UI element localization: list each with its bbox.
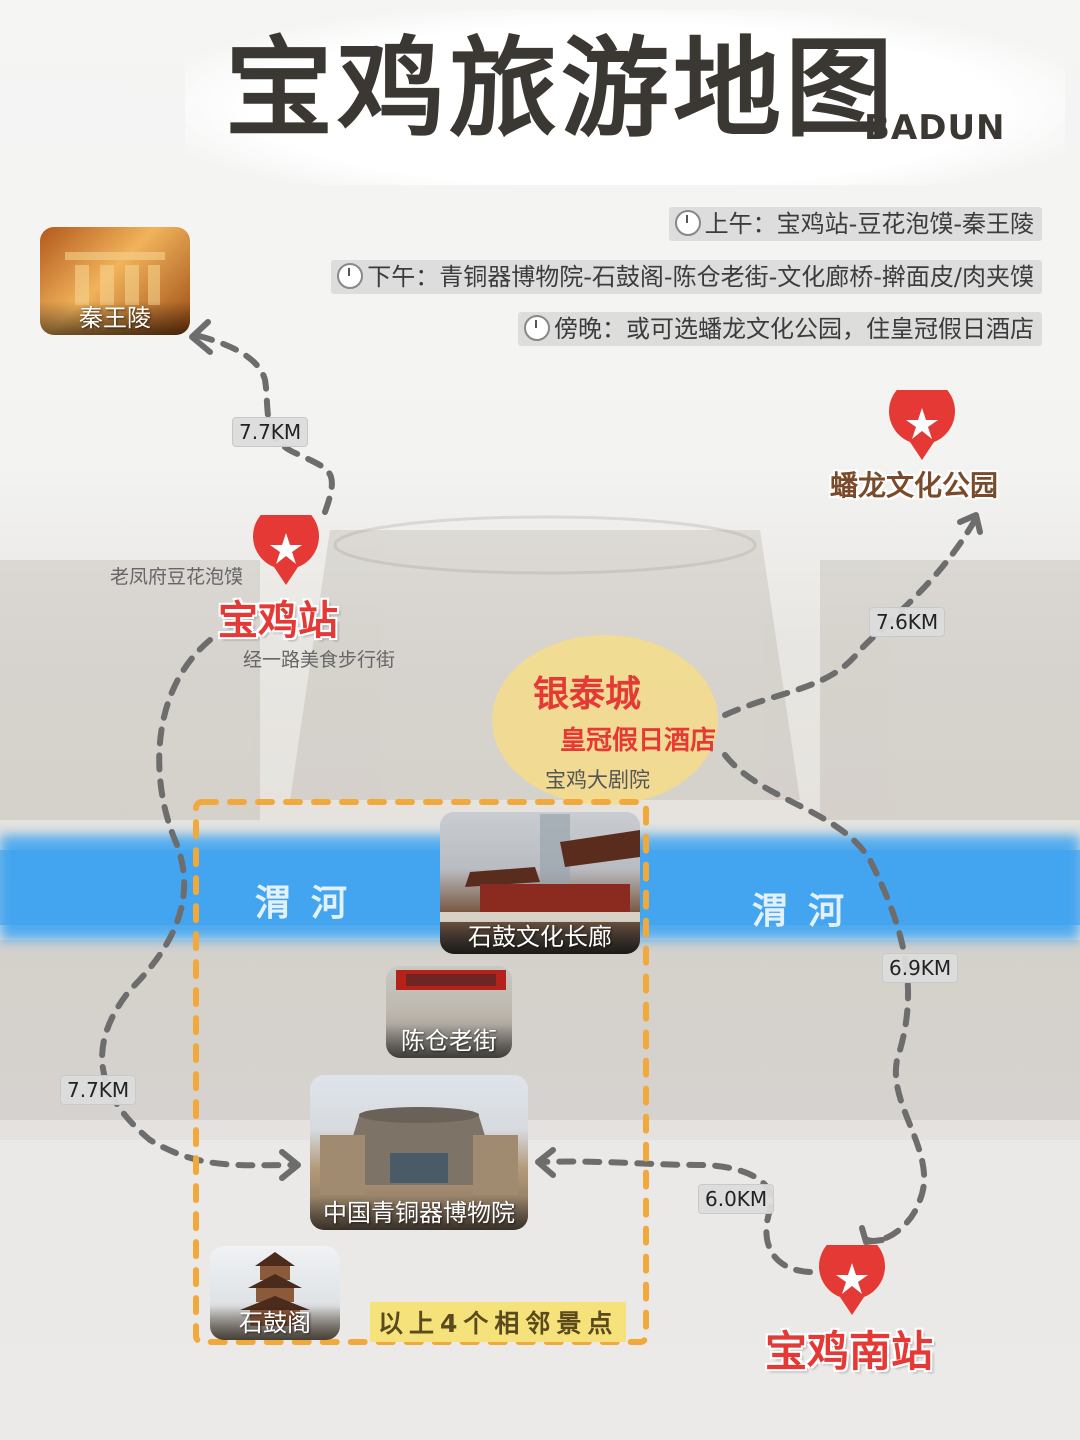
river-label-right: 渭河: [752, 891, 865, 932]
page-title: 宝鸡旅游地图: [225, 27, 898, 152]
qinwangling-label: 秦王陵: [40, 301, 190, 335]
museum-label: 中国青铜器博物院: [310, 1196, 528, 1230]
map-pin-icon: [253, 515, 319, 585]
map-pin-icon: [889, 390, 955, 460]
crowne-plaza-label[interactable]: 皇冠假日酒店: [560, 726, 717, 756]
corridor-photo[interactable]: 石鼓文化长廊: [440, 812, 640, 954]
schedule-morning: 上午：宝鸡站-豆花泡馍-秦王陵: [668, 207, 1042, 241]
map-pin-icon: [819, 1245, 885, 1315]
schedule-evening-text: 傍晚：或可选蟠龙文化公园，住皇冠假日酒店: [554, 315, 1034, 343]
page-title-en: BADUN: [864, 108, 1006, 148]
shigu-pavilion-photo[interactable]: 石鼓阁: [210, 1246, 340, 1340]
distance-south-museum: 6.0KM: [698, 1184, 775, 1214]
distance-station-museum: 7.7KM: [60, 1075, 137, 1105]
tomb-illustration: [65, 252, 165, 305]
river-label-left: 渭河: [255, 883, 368, 924]
baoji-station-label[interactable]: 宝鸡站: [218, 598, 338, 644]
shigu-pavilion-label: 石鼓阁: [210, 1306, 340, 1340]
food-street-note: 经一路美食步行街: [243, 649, 396, 671]
schedule-evening: 傍晚：或可选蟠龙文化公园，住皇冠假日酒店: [518, 312, 1042, 346]
distance-yintai-panlong: 7.6KM: [869, 607, 946, 637]
corridor-illustration: [440, 814, 640, 922]
distance-yintai-south: 6.9KM: [882, 953, 959, 983]
doufu-note: 老凤府豆花泡馍: [110, 566, 244, 588]
schedule-afternoon: 下午：青铜器博物院-石鼓阁-陈仓老街-文化廊桥-擀面皮/肉夹馍: [331, 260, 1042, 294]
title-backdrop: [185, 10, 1065, 185]
yintai-label[interactable]: 银泰城: [533, 674, 642, 715]
museum-illustration: [320, 1107, 518, 1195]
corridor-label: 石鼓文化长廊: [440, 920, 640, 954]
old-street-label: 陈仓老街: [386, 1024, 512, 1058]
schedule-morning-text: 上午：宝鸡站-豆花泡馍-秦王陵: [704, 210, 1034, 238]
panlong-park-label[interactable]: 蟠龙文化公园: [830, 469, 999, 502]
clock-icon: [674, 210, 701, 236]
distance-station-qin: 7.7KM: [232, 417, 309, 447]
adjacent-note: 以上4个相邻景点: [370, 1302, 627, 1342]
qinwangling-photo[interactable]: 秦王陵: [40, 227, 190, 335]
clock-icon: [524, 315, 550, 341]
clock-icon: [337, 263, 364, 289]
old-street-illustration: [396, 970, 506, 990]
yintai-area: [492, 635, 718, 805]
schedule-afternoon-text: 下午：青铜器博物院-石鼓阁-陈仓老街-文化廊桥-擀面皮/肉夹馍: [367, 263, 1034, 291]
old-street-photo[interactable]: 陈仓老街: [386, 966, 512, 1058]
theatre-label: 宝鸡大剧院: [545, 768, 650, 792]
baoji-south-station-label[interactable]: 宝鸡南站: [765, 1327, 934, 1376]
museum-photo[interactable]: 中国青铜器博物院: [310, 1075, 528, 1230]
